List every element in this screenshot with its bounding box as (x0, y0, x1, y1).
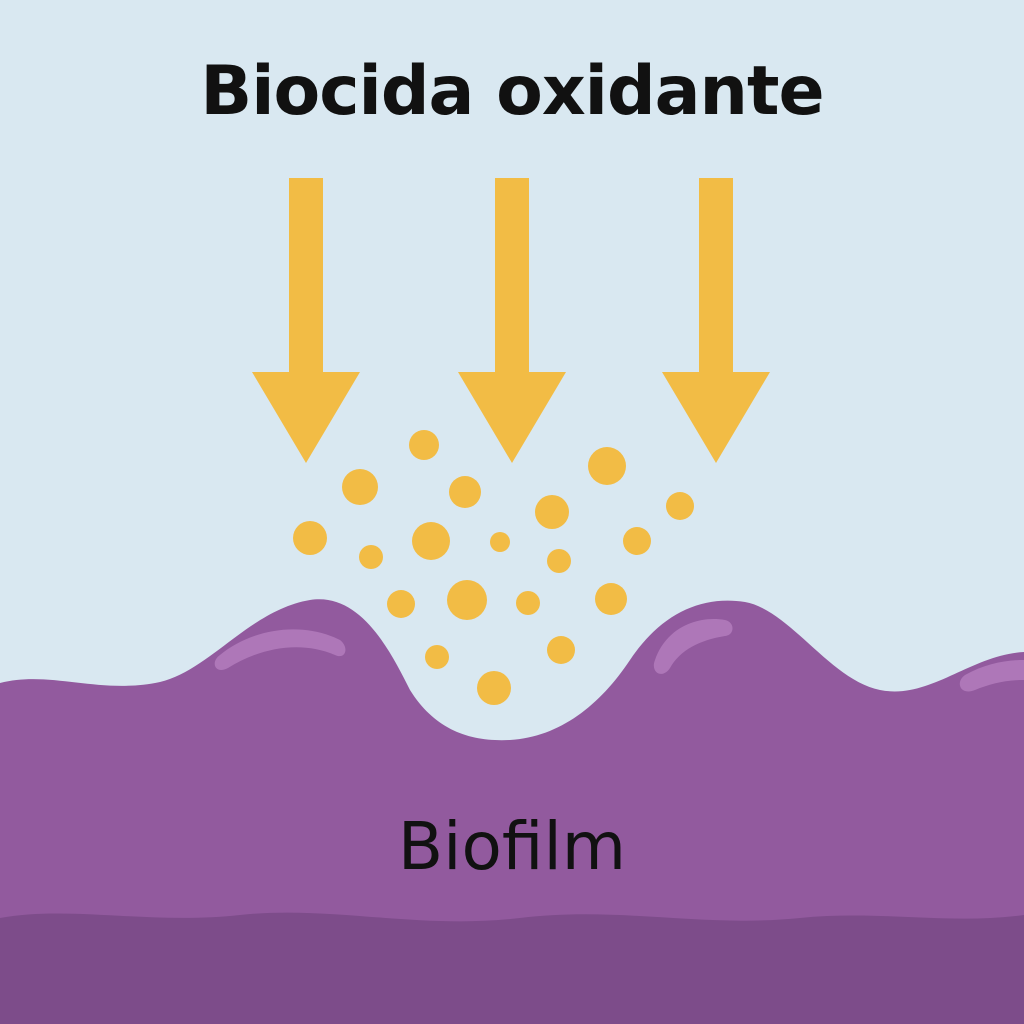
biofilm-highlight (653, 619, 733, 674)
biofilm-highlight (214, 629, 346, 671)
particle-dot (359, 545, 383, 569)
particle-cluster (293, 430, 694, 705)
biofilm-lower-band (0, 912, 1024, 1024)
biofilm-label: Biofilm (397, 808, 627, 885)
particle-dot (449, 476, 481, 508)
arrow-group (252, 178, 770, 463)
particle-dot (477, 671, 511, 705)
particle-dot (547, 636, 575, 664)
particle-dot (425, 645, 449, 669)
particle-dot (623, 527, 651, 555)
arrow-down-icon (662, 178, 770, 463)
particle-dot (588, 447, 626, 485)
particle-dot (293, 521, 327, 555)
particle-dot (595, 583, 627, 615)
particle-dot (535, 495, 569, 529)
particle-dot (666, 492, 694, 520)
arrow-down-icon (458, 178, 566, 463)
biofilm-highlight (959, 660, 1024, 692)
diagram-title: Biocida oxidante (200, 52, 824, 131)
arrow-down-icon (252, 178, 360, 463)
particle-dot (342, 469, 378, 505)
particle-dot (387, 590, 415, 618)
particle-dot (412, 522, 450, 560)
particle-dot (490, 532, 510, 552)
particle-dot (547, 549, 571, 573)
particle-dot (409, 430, 439, 460)
particle-dot (447, 580, 487, 620)
particle-dot (516, 591, 540, 615)
